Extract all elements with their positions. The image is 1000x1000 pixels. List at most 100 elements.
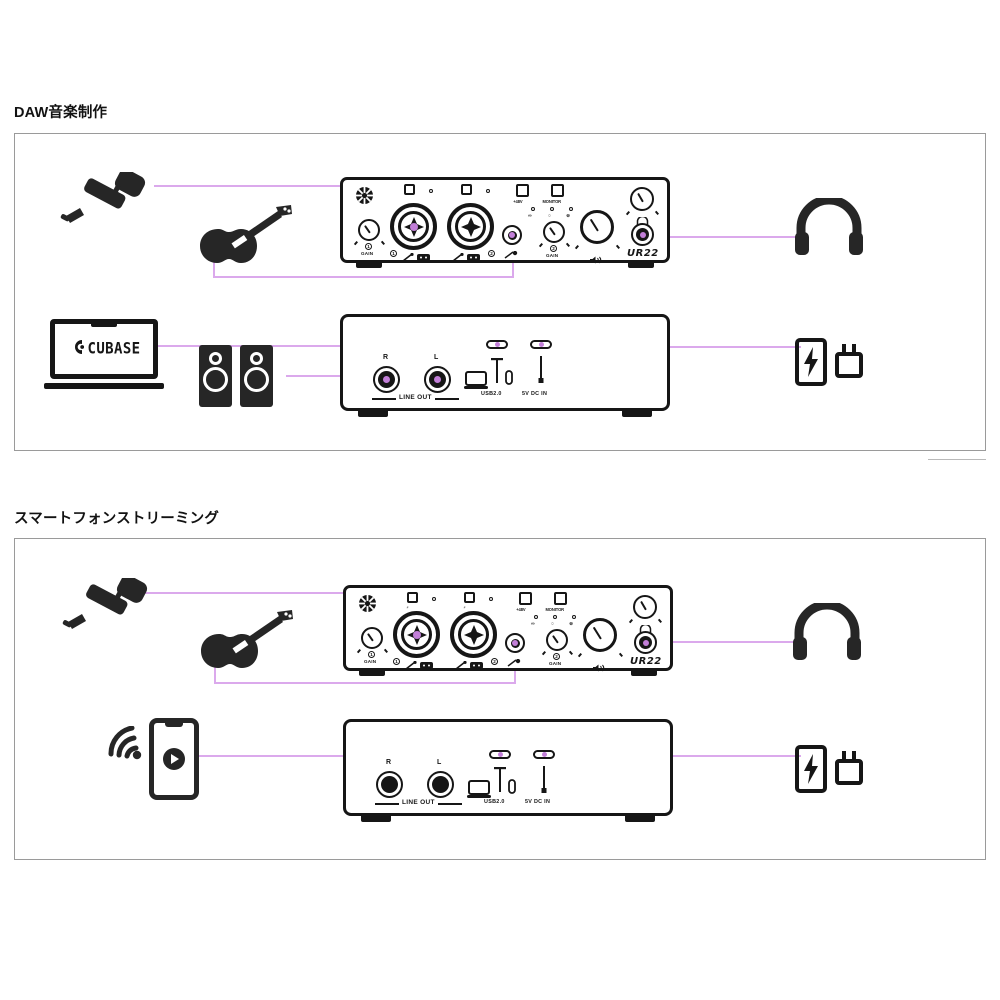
audio-interface-front-daw: +48V MONITOR ∞ ○ ⊕ 1 GAIN 1 [340, 177, 670, 268]
rear-body-2 [343, 719, 673, 816]
led-right-b [572, 615, 576, 619]
output-volume-knob[interactable] [580, 210, 614, 244]
play-button-icon[interactable] [163, 748, 185, 770]
gain-1-label-b: GAIN [364, 659, 377, 664]
input-jack-2[interactable] [447, 203, 494, 250]
line-out-jack-l[interactable] [424, 366, 451, 393]
wire2-guitar-run [214, 682, 516, 684]
hi-z-input-jack[interactable] [502, 225, 522, 245]
pad-switch-2-b[interactable] [464, 592, 475, 603]
cubase-logo-icon [68, 339, 84, 360]
steinberg-logo-icon-2 [359, 595, 376, 612]
laptop-screen: CUBASE [50, 319, 158, 379]
front-body [340, 177, 670, 263]
usb-port[interactable] [486, 340, 508, 349]
dc-cable-icon [536, 356, 546, 389]
electric-guitar-icon [196, 205, 292, 267]
gain-knob-2-b[interactable] [546, 629, 568, 651]
input-jack-1[interactable] [390, 203, 437, 250]
phantom-power-button[interactable] [516, 184, 529, 197]
line-out-jack-l-b[interactable] [427, 771, 454, 798]
wire-guitar-drop [213, 258, 215, 278]
input-jack-1-b[interactable] [393, 611, 440, 658]
monitor-button-b[interactable] [554, 592, 567, 605]
panel-artifact-line [928, 459, 986, 460]
speaker-volume-icon-b [593, 659, 607, 677]
peak-led-1-b [432, 597, 436, 601]
led-right-icon: ⊕ [566, 213, 570, 219]
dc-in-port-b[interactable] [533, 750, 555, 759]
hi-z-input-jack-b[interactable] [505, 633, 525, 653]
led-left-icon-b: ∞ [531, 621, 535, 627]
input-2-number-b: 2 [491, 658, 498, 665]
headphone-icon-b [639, 621, 652, 639]
laptop-icon [464, 357, 516, 395]
input-1-number-b: 1 [393, 658, 400, 665]
wire-guitar-run [213, 276, 514, 278]
guitar-jack-icon [504, 247, 520, 265]
gain-knob-1-b[interactable] [361, 627, 383, 649]
wire-phones-to-headphones [648, 236, 800, 238]
led-left-icon: ∞ [528, 213, 532, 219]
phantom-power-button-b[interactable] [519, 592, 532, 605]
dc-cable-icon-b [539, 766, 549, 799]
usb-label-b: USB2.0 [484, 799, 505, 805]
line-out-l-label: L [434, 354, 439, 361]
monitor-label-b: MONITOR [545, 607, 565, 612]
wire2-guitar-drop [214, 662, 216, 684]
pad-switch-2[interactable] [461, 184, 472, 195]
input-1-connector-icons [402, 249, 432, 267]
usb-port-b[interactable] [489, 750, 511, 759]
line-out-rule-right-b [438, 803, 462, 805]
laptop-base [44, 383, 164, 389]
line-out-jack-r[interactable] [373, 366, 400, 393]
led-center-icon: ○ [548, 213, 551, 219]
dc-label: 5V DC IN [522, 391, 548, 397]
gain-2-number-b: 2 [553, 653, 560, 660]
microphone-icon [60, 172, 160, 227]
front-foot-left-2 [359, 671, 385, 676]
pad-switch-1-b[interactable] [407, 592, 418, 603]
phantom-power-label-b: +48V [516, 607, 526, 612]
input-1-number: 1 [390, 250, 397, 257]
wire2-phones-to-headphones [651, 641, 798, 643]
led-center-b [553, 615, 557, 619]
line-out-label-b: LINE OUT [402, 799, 435, 806]
pad-switch-1-label-b: ⚡ [406, 605, 409, 610]
monitor-button[interactable] [551, 184, 564, 197]
section-title-daw: DAW音楽制作 [14, 105, 108, 121]
power-adapter-icon [795, 338, 865, 386]
gain-2-number: 2 [550, 245, 557, 252]
gain-knob-1[interactable] [358, 219, 380, 241]
monitor-speaker-left [199, 345, 232, 407]
line-out-r-label-b: R [386, 759, 392, 766]
led-center-icon-b: ○ [551, 621, 554, 627]
phantom-power-label: +48V [513, 199, 523, 204]
wire-mic-to-input1 [154, 185, 408, 187]
steinberg-logo-icon [356, 187, 373, 204]
gain-1-number-b: 1 [368, 651, 375, 658]
phones-level-knob-b[interactable] [633, 595, 657, 619]
phone-shell [149, 718, 199, 800]
line-out-jack-r-b[interactable] [376, 771, 403, 798]
microphone-icon-2 [62, 578, 162, 633]
electric-guitar-icon-2 [197, 610, 293, 672]
pad-switch-2-label-b: ⚡ [463, 605, 466, 610]
dc-in-port[interactable] [530, 340, 552, 349]
line-out-r-label: R [383, 354, 389, 361]
input-jack-2-b[interactable] [450, 611, 497, 658]
headphone-icon [636, 213, 649, 231]
line-out-rule-left [372, 398, 396, 400]
led-right [569, 207, 573, 211]
wireless-signal-icon [107, 726, 145, 760]
headphone-output-jack[interactable] [631, 223, 654, 246]
peak-led-1 [429, 189, 433, 193]
line-out-rule-left-b [375, 803, 399, 805]
output-volume-knob-b[interactable] [583, 618, 617, 652]
headphone-output-jack-b[interactable] [634, 631, 657, 654]
gain-knob-2[interactable] [543, 221, 565, 243]
pad-switch-1[interactable] [404, 184, 415, 195]
phones-level-knob[interactable] [630, 187, 654, 211]
line-out-l-label-b: L [437, 759, 442, 766]
laptop-notch [91, 324, 117, 327]
